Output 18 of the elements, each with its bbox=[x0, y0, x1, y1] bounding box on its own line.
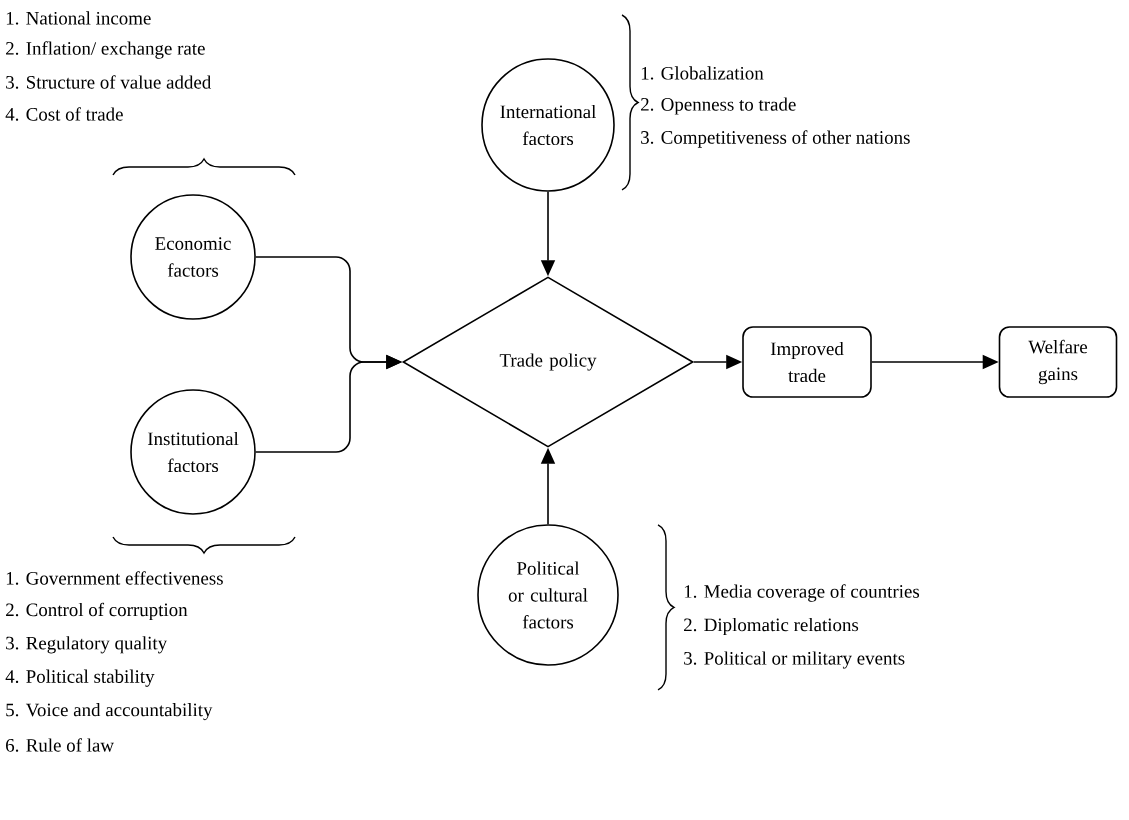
list-item: 3. Competitiveness of other nations bbox=[641, 130, 910, 148]
list-item: 2. Control of corruption bbox=[6, 602, 188, 621]
list-item: 2. Inflation/ exchange rate bbox=[6, 41, 205, 59]
list-item: 3. Structure of value added bbox=[6, 75, 212, 89]
list-item: 5. Voice and accountability bbox=[6, 703, 213, 721]
list-item: 1. Government effectiveness bbox=[6, 571, 223, 585]
list-item: 3. Political or military events bbox=[684, 651, 905, 669]
list-item: 4. Cost of trade bbox=[5, 107, 123, 121]
list-item: 3. Regulatory quality bbox=[6, 636, 168, 654]
list-item: 1. Globalization bbox=[641, 66, 764, 80]
list-item: 4. Political stability bbox=[5, 669, 155, 687]
process-box: Welfare gains bbox=[998, 326, 1118, 398]
list-item: 6. Rule of law bbox=[6, 738, 114, 752]
list-item: 1. National income bbox=[6, 11, 151, 25]
list-item: 2. Diplomatic relations bbox=[684, 617, 859, 636]
process-box: Improved trade bbox=[742, 326, 872, 398]
list-item: 1. Media coverage of countries bbox=[684, 584, 920, 602]
list-item: 2. Openness to trade bbox=[641, 97, 796, 115]
